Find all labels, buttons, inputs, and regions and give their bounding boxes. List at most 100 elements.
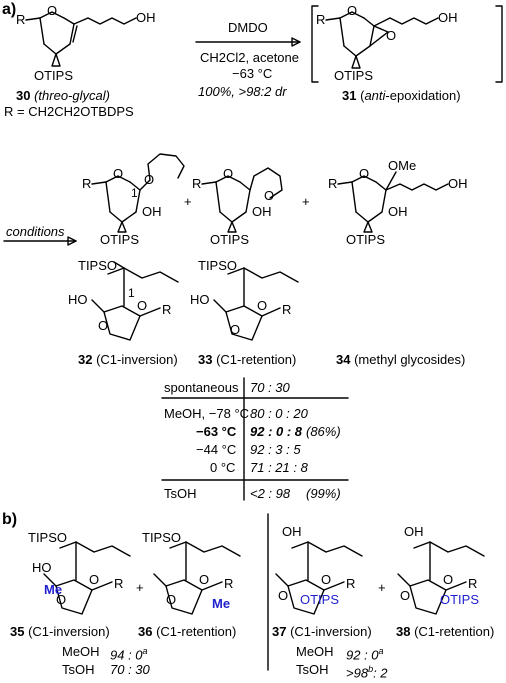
atom-oh-30: OH: [136, 10, 156, 25]
atom-tipso-32: TIPSO: [78, 258, 118, 273]
atom-o-31: O: [347, 3, 358, 18]
structure-33-bicyclic: [213, 267, 299, 341]
atom-ho-32: HO: [68, 292, 88, 307]
atom-otips-33: OTIPS: [210, 232, 250, 247]
atom-o2-37: O: [278, 588, 289, 603]
conditions-label: conditions: [6, 224, 65, 239]
atom-r-35: R: [114, 576, 124, 591]
atom-o-30: O: [47, 3, 58, 18]
compound-32-label: 32 (C1-inversion): [78, 352, 178, 367]
atom-o-37: O: [321, 572, 332, 587]
compound-30-rdef: R = CH2CH2OTBDPS: [4, 104, 134, 119]
plus-b-2: +: [378, 580, 386, 595]
atom-o-33: O: [223, 166, 234, 181]
atom-oh-38: OH: [404, 524, 424, 539]
atom-tipso-35: TIPSO: [28, 530, 68, 545]
atom-tipso-33: TIPSO: [198, 258, 238, 273]
table-row-label: −44 °C: [196, 442, 237, 457]
atom-otips-34: OTIPS: [346, 232, 386, 247]
atom-otips-32: OTIPS: [100, 232, 140, 247]
compound-30-label: 30 (threo-glycal): [16, 88, 110, 103]
result-left-ratio: 94 : 0a: [110, 646, 148, 663]
atom-tipso-36: TIPSO: [142, 530, 182, 545]
atom-r-32: R: [82, 176, 92, 191]
atom-o2-33b: O: [230, 322, 241, 337]
atom-ho-35: HO: [32, 560, 52, 575]
table-row-yield: (99%): [306, 486, 341, 501]
structure-38: [397, 541, 485, 615]
table-row-label: spontaneous: [164, 380, 239, 395]
compound-36-label: 36 (C1-retention): [138, 624, 237, 639]
structure-34: [337, 171, 449, 233]
result-right-ratio: >98b: 2: [346, 664, 388, 681]
result-right-solvent: TsOH: [296, 662, 329, 677]
atom-r-31: R: [316, 12, 326, 27]
plus-b-1: +: [136, 580, 144, 595]
structure-32-spiroketal: [91, 153, 185, 233]
atom-o-epoxide-31: O: [386, 28, 397, 43]
table-row-ratio: <2 : 98: [250, 486, 291, 501]
atom-oh-chain-34: OH: [448, 176, 468, 191]
atom-o2-38: O: [400, 588, 411, 603]
atom-r-33b: R: [282, 302, 292, 317]
atom-oh-33: OH: [252, 204, 272, 219]
structure-30: [25, 11, 137, 67]
atom-o-32b: O: [137, 298, 148, 313]
atom-otips-30: OTIPS: [34, 68, 74, 83]
compound-38-label: 38 (C1-retention): [396, 624, 495, 639]
table-row-ratio: 92 : 0 : 8: [250, 424, 303, 439]
compound-34-label: 34 (methyl glycosides): [336, 352, 466, 367]
atom-r-37: R: [346, 576, 356, 591]
table-row-ratio: 80 : 0 : 20: [250, 406, 308, 421]
c1-label-32b: 1: [128, 286, 135, 300]
atom-me-36: Me: [212, 596, 231, 611]
panel-a-label: a): [2, 1, 17, 18]
atom-o-spiro-33: O: [264, 188, 275, 203]
reaction-arrow-1: [195, 37, 301, 47]
reagent-dmdo: DMDO: [228, 20, 268, 35]
structure-33-spiroketal: [201, 167, 283, 233]
atom-o-36: O: [199, 572, 210, 587]
brackets-31: [311, 5, 503, 83]
reagent-temperature: −63 °C: [232, 66, 273, 81]
atom-o2-36: O: [166, 592, 177, 607]
atom-r-36: R: [224, 576, 234, 591]
atom-oh-32: OH: [142, 204, 162, 219]
table-row-ratio: 92 : 3 : 5: [250, 442, 301, 457]
table-row-yield: (86%): [306, 424, 341, 439]
atom-o-spiro-32: O: [144, 172, 155, 187]
reagent-yield-dr: 100%, >98:2 dr: [198, 84, 287, 99]
structure-36: [153, 541, 241, 615]
atom-o-35: O: [89, 572, 100, 587]
atom-oh-34: OH: [388, 204, 408, 219]
atom-otips-37: OTIPS: [300, 592, 340, 607]
reagent-solvent: CH2Cl2, acetone: [200, 50, 299, 65]
plus-1: +: [184, 194, 192, 209]
atom-oh-31: OH: [438, 10, 458, 25]
atom-o-32: O: [113, 166, 124, 181]
atom-ome-34: OMe: [388, 158, 417, 173]
result-right-ratio: 92 : 0a: [346, 646, 384, 663]
table-row-ratio: 71 : 21 : 8: [250, 460, 308, 475]
compound-37-label: 37 (C1-inversion): [272, 624, 372, 639]
atom-oh-37: OH: [282, 524, 302, 539]
compound-33-label: 33 (C1-retention): [198, 352, 297, 367]
atom-otips-31: OTIPS: [334, 68, 374, 83]
atom-o-38: O: [443, 572, 454, 587]
structure-35: [43, 541, 131, 615]
atom-r-38: R: [468, 576, 478, 591]
compound-31-label: 31 (anti-epoxidation): [342, 88, 461, 103]
c1-label-32: 1: [131, 186, 138, 200]
structure-32-bicyclic: [91, 261, 179, 341]
atom-r-32b: R: [162, 302, 172, 317]
table-row-ratio: 70 : 30: [250, 380, 290, 395]
panel-b-label: b): [2, 511, 18, 528]
result-left-solvent: MeOH: [62, 644, 100, 659]
result-right-solvent: MeOH: [296, 644, 334, 659]
compound-35-label: 35 (C1-inversion): [10, 624, 110, 639]
atom-ho-33: HO: [190, 292, 210, 307]
atom-o2-35: O: [56, 592, 67, 607]
structure-31: [325, 11, 439, 69]
table-row-label: TsOH: [164, 486, 197, 501]
